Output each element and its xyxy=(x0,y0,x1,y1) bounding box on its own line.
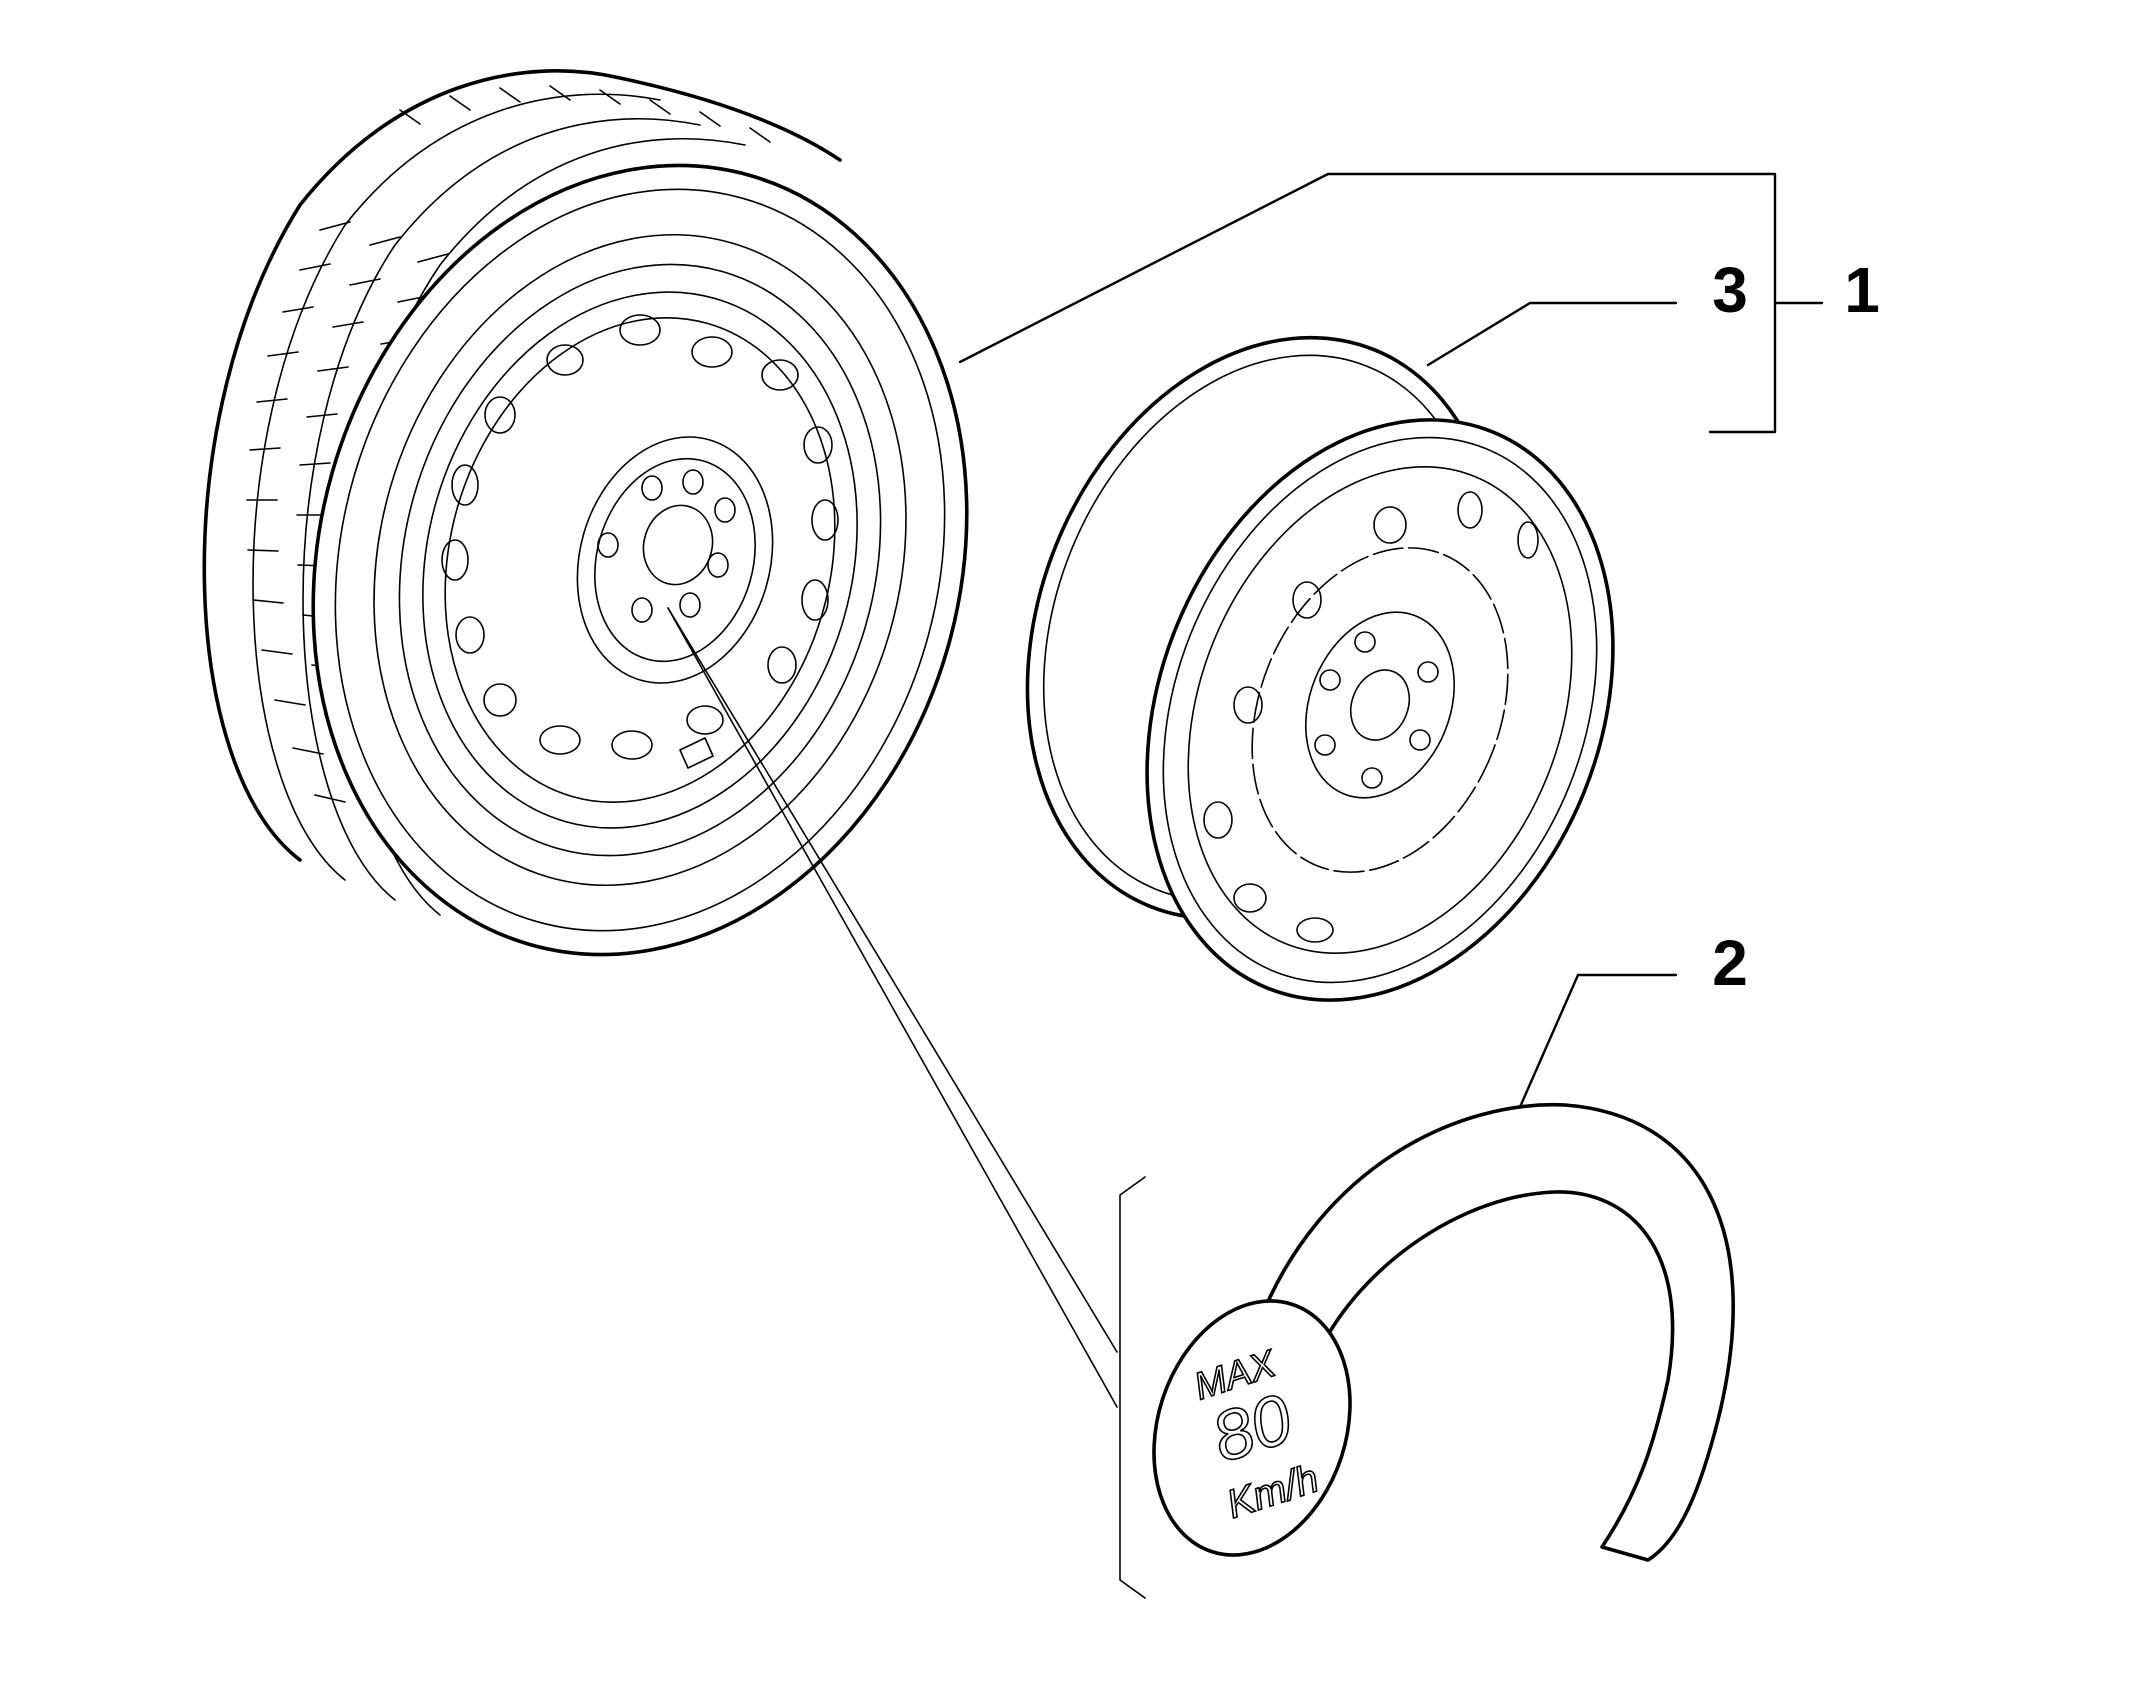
callout-1: 1 xyxy=(1844,254,1880,326)
leader-line-1 xyxy=(958,172,1777,434)
center-bore xyxy=(642,504,714,586)
leader-lines xyxy=(958,172,1824,1109)
speed-limit-decal xyxy=(1152,1299,1352,1557)
leader-line-2 xyxy=(1518,973,1678,1109)
speed-limit-sticker: MAX 80 Km/h xyxy=(1152,1102,1735,1562)
rim-ventilation-holes xyxy=(441,314,839,760)
decal-leader-lines xyxy=(667,607,1146,1599)
steel-rim-hub xyxy=(1304,611,1456,799)
lug-holes xyxy=(597,469,736,623)
callout-3: 3 xyxy=(1712,254,1748,326)
rim-outer-flange xyxy=(1145,418,1615,1002)
steel-rim-vent-holes xyxy=(1203,491,1539,943)
complete-spare-wheel xyxy=(202,69,969,957)
leader-line-3 xyxy=(1426,301,1678,367)
wheel-hub xyxy=(576,436,774,684)
callout-2: 2 xyxy=(1712,927,1748,999)
steel-rim xyxy=(1025,335,1615,1002)
valve-stem xyxy=(679,737,714,769)
tyre-sidewall xyxy=(311,163,969,957)
